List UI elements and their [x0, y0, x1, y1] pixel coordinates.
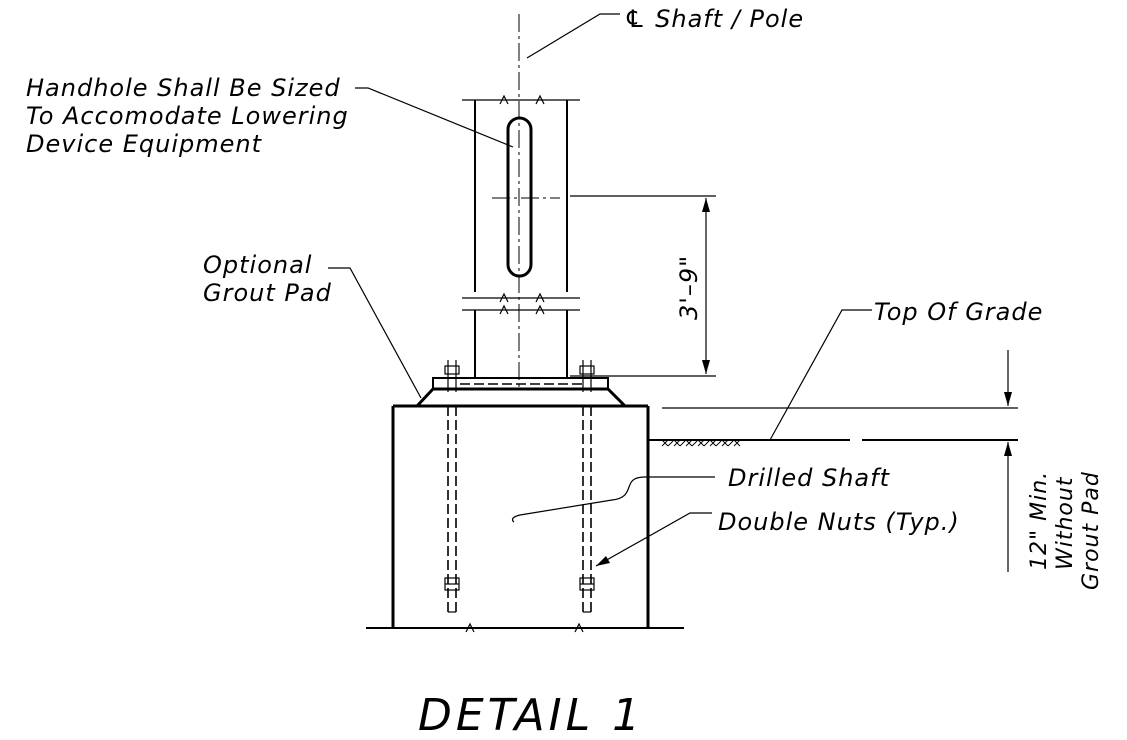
drilled-shaft — [366, 404, 684, 633]
detail-title: DETAIL 1 — [418, 690, 644, 740]
double-nuts-label: Double Nuts (Typ.) — [718, 508, 960, 536]
min-depth-label-line-1: 12" Min. — [1027, 471, 1052, 570]
ground-hatch — [661, 439, 741, 447]
height-dimension — [570, 195, 716, 377]
double-nuts-leader — [595, 512, 712, 567]
drilled-shaft-leader — [511, 476, 715, 523]
drilled-shaft-label: Drilled Shaft — [728, 464, 891, 492]
min-depth-label-line-2: Without — [1053, 476, 1078, 570]
min-depth-label-line-3: Grout Pad — [1079, 471, 1104, 590]
pole — [462, 94, 580, 378]
handhole-label-line-3: Device Equipment — [26, 130, 263, 158]
min-depth-dimension — [1004, 350, 1012, 572]
centerline-leader — [526, 13, 620, 59]
handhole-label-line-1: Handhole Shall Be Sized — [26, 74, 341, 102]
double-nuts-arrowhead — [596, 556, 610, 566]
grout-pad-label: Optional Grout Pad — [203, 251, 332, 307]
grout-pad-label-line-1: Optional — [203, 251, 312, 279]
height-dimension-label: 3'–9" — [675, 255, 703, 320]
grout-pad-label-line-2: Grout Pad — [203, 279, 332, 307]
handhole-leader — [355, 87, 514, 148]
anchor-bolt-left — [444, 360, 460, 613]
handhole-slot — [506, 116, 533, 278]
top-of-grade-line — [648, 407, 1018, 441]
handhole-label-line-2: To Accomodate Lowering — [26, 102, 349, 130]
top-of-grade-label: Top Of Grade — [874, 298, 1043, 326]
grout-pad-leader — [328, 267, 422, 399]
anchor-bolt-right — [579, 360, 595, 613]
centerline-label: ℄ Shaft / Pole — [624, 5, 804, 33]
top-of-grade-leader — [769, 309, 872, 441]
handhole-label: Handhole Shall Be Sized To Accomodate Lo… — [26, 74, 357, 158]
